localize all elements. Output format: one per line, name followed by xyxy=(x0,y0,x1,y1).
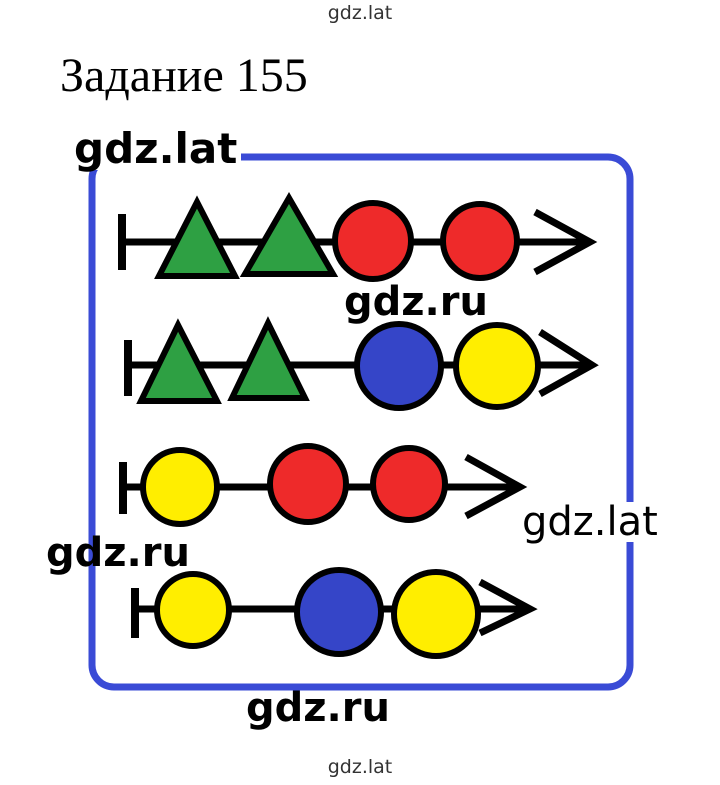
watermark-gdz-ru-1: gdz.ru xyxy=(344,279,488,325)
watermark-bottom: gdz.lat xyxy=(327,756,393,778)
row-3-red-circle-1 xyxy=(267,443,349,525)
watermark-gdz-lat-2: gdz.lat xyxy=(518,502,662,542)
watermark-top: gdz.lat xyxy=(327,2,393,24)
task-title: Задание 155 xyxy=(60,49,308,102)
row-4-arrowhead xyxy=(478,578,538,637)
row-1 xyxy=(118,192,598,282)
row-3-yellow-circle xyxy=(140,447,220,527)
row-2-yellow-circle xyxy=(453,322,541,410)
row-2-triangle-1 xyxy=(136,318,222,404)
row-3-arrowhead xyxy=(464,453,528,520)
row-1-arrowhead xyxy=(533,208,598,276)
row-1-triangle-1 xyxy=(154,195,240,279)
row-4 xyxy=(131,567,538,659)
row-1-red-circle-2 xyxy=(440,201,520,281)
row-1-red-circle-1 xyxy=(332,200,414,282)
row-2 xyxy=(124,316,599,411)
row-2-blue-circle xyxy=(354,321,444,411)
row-4-yellow-circle-1 xyxy=(154,571,232,649)
row-4-yellow-circle-2 xyxy=(391,569,481,659)
row-1-triangle-2 xyxy=(239,192,339,277)
row-2-arrowhead xyxy=(538,329,599,398)
watermark-gdz-lat-1: gdz.lat xyxy=(70,128,242,170)
diagram-frame xyxy=(88,153,634,691)
row-3 xyxy=(119,443,528,527)
row-3-red-circle-2 xyxy=(370,445,448,523)
watermark-gdz-ru-3: gdz.ru xyxy=(246,685,390,731)
row-2-triangle-2 xyxy=(227,316,310,401)
row-4-blue-circle xyxy=(294,567,384,657)
watermark-gdz-ru-2: gdz.ru xyxy=(46,530,190,576)
